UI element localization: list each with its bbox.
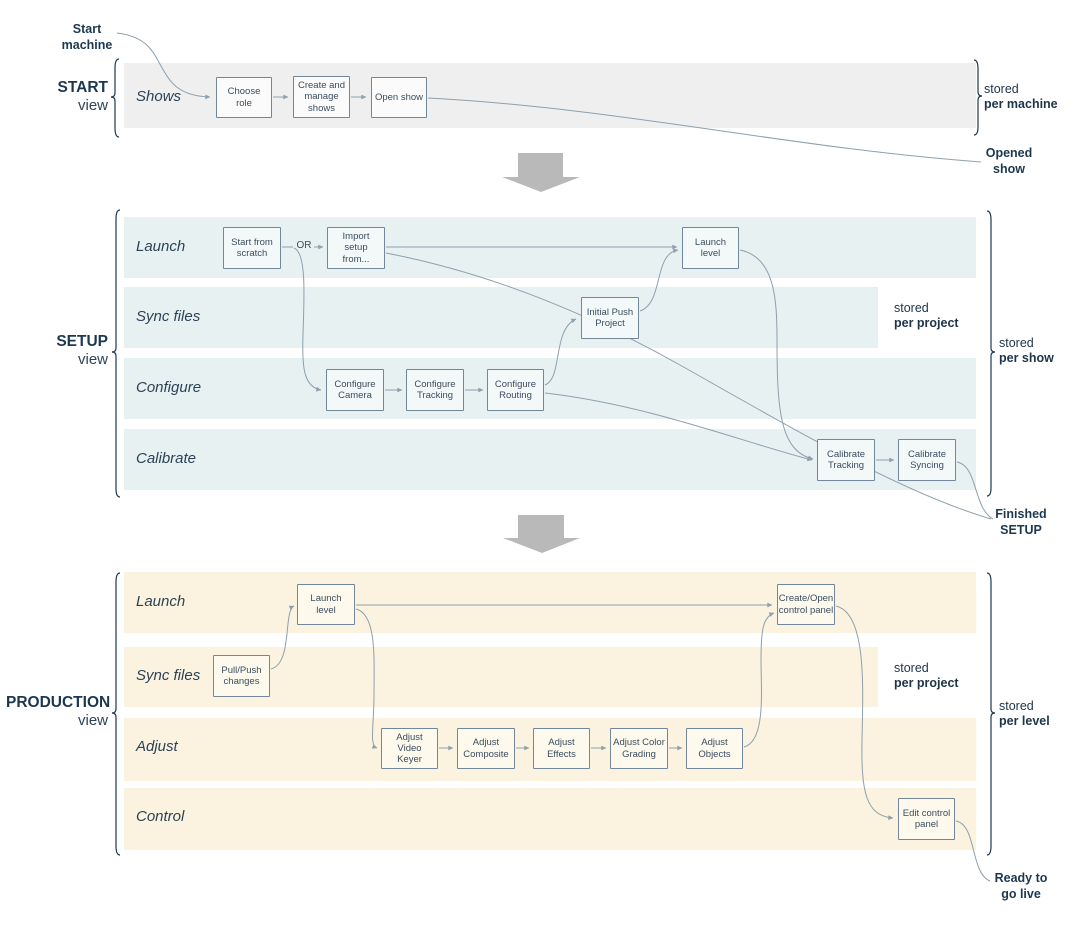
section-view-production: view: [77, 712, 108, 730]
node-configure-camera: Configure Camera: [326, 369, 384, 411]
section-name-start: START: [57, 79, 108, 96]
lane-label-prod-launch: Launch: [136, 593, 186, 610]
stored-per-show: stored per show: [999, 336, 1079, 367]
lane-setup-configure: [124, 358, 976, 419]
edge-configure-routing-to-initial-push: [544, 318, 577, 386]
stored-per-machine: stored per machine: [984, 82, 1076, 113]
node-choose-role: Choose role: [216, 77, 272, 118]
section-name-production: PRODUCTION: [6, 694, 111, 711]
lane-label-shows: Shows: [136, 88, 182, 105]
edge-adjust-objects-to-create-open: [743, 612, 775, 748]
or-junction-label: OR: [296, 240, 312, 251]
stored-prod-per-project: stored per project: [894, 661, 974, 692]
node-open-show: Open show: [371, 77, 427, 118]
node-configure-routing: Configure Routing: [487, 369, 544, 411]
edge-start-machine-to-choose-role: [116, 32, 211, 100]
node-adjust-color-grading: Adjust Color Grading: [610, 728, 668, 769]
node-calibrate-syncing: Calibrate Syncing: [898, 439, 956, 481]
section-label-setup: SETUP view: [30, 332, 108, 370]
bracket-prod-left: [111, 572, 121, 856]
annotation-start-machine: Start machine: [61, 22, 113, 52]
bracket-prod-right: [986, 572, 996, 856]
node-initial-push-project: Initial Push Project: [581, 297, 639, 339]
stored-prefix: stored: [999, 699, 1034, 713]
node-adjust-objects: Adjust Objects: [686, 728, 743, 769]
stored-per-level: stored per level: [999, 699, 1079, 730]
edge-or-branch-to-configure-camera: [293, 247, 322, 392]
stored-scope: per show: [999, 351, 1054, 366]
node-import-setup-from: Import setup from...: [327, 227, 385, 269]
edge-initial-push-to-launch-level: [639, 248, 679, 312]
node-start-from-scratch: Start from scratch: [223, 227, 281, 269]
lane-label-adjust: Adjust: [136, 738, 178, 755]
annotation-finished-setup: Finished SETUP: [995, 507, 1047, 537]
edge-create-open-to-edit-panel: [835, 605, 894, 821]
lane-setup-sync-files: [124, 287, 878, 348]
node-adjust-video-keyer: Adjust Video Keyer: [381, 728, 438, 769]
down-arrow-setup-to-production: [503, 515, 580, 553]
stored-scope: per project: [894, 676, 959, 691]
bracket-start-left: [110, 58, 120, 138]
lane-label-prod-sync: Sync files: [136, 667, 201, 684]
node-edit-control-panel: Edit control panel: [898, 798, 955, 840]
lane-label-calibrate: Calibrate: [136, 450, 197, 467]
node-create-open-control-panel: Create/Open control panel: [777, 584, 835, 625]
edge-launch-level-to-adjust-video: [355, 608, 378, 749]
section-view-start: view: [77, 97, 108, 115]
node-adjust-effects: Adjust Effects: [533, 728, 590, 769]
node-prod-launch-level: Launch level: [297, 584, 355, 625]
lane-label-configure: Configure: [136, 379, 202, 396]
node-setup-launch-level: Launch level: [682, 227, 739, 269]
lane-label-setup-sync: Sync files: [136, 308, 201, 325]
stored-scope: per machine: [984, 97, 1058, 112]
node-configure-tracking: Configure Tracking: [406, 369, 464, 411]
lane-label-setup-launch: Launch: [136, 238, 186, 255]
node-calibrate-tracking: Calibrate Tracking: [817, 439, 875, 481]
bracket-setup-left: [111, 209, 121, 498]
stored-setup-per-project: stored per project: [894, 301, 974, 332]
edge-edit-panel-to-ready-go-live: [955, 820, 991, 882]
stored-scope: per project: [894, 316, 959, 331]
edge-open-show-to-opened-show: [427, 97, 982, 163]
annotation-opened-show: Opened show: [985, 146, 1033, 176]
stored-prefix: stored: [894, 301, 929, 315]
edge-configure-routing-to-calibrate-tracking: [544, 392, 813, 462]
stored-prefix: stored: [894, 661, 929, 675]
down-arrow-start-to-setup: [502, 153, 580, 192]
edge-calibrate-syncing-to-finished-setup: [956, 461, 994, 520]
lane-label-control: Control: [136, 808, 185, 825]
edge-launch-level-to-calibrate-tracking: [739, 249, 814, 461]
lane-prod-control: [124, 788, 976, 850]
bracket-setup-right: [986, 210, 996, 497]
section-label-start: START view: [30, 78, 108, 116]
section-view-setup: view: [77, 351, 108, 369]
section-name-setup: SETUP: [56, 333, 108, 350]
node-create-manage-shows: Create and manage shows: [293, 76, 350, 118]
stored-prefix: stored: [999, 336, 1034, 350]
stored-prefix: stored: [984, 82, 1019, 96]
section-label-production: PRODUCTION view: [6, 693, 111, 731]
bracket-start-right: [973, 59, 983, 136]
stored-scope: per level: [999, 714, 1050, 729]
edge-import-setup-to-finished-setup: [385, 252, 992, 520]
edge-pull-push-to-launch-level: [270, 605, 295, 670]
annotation-ready-go-live: Ready to go live: [994, 871, 1048, 901]
node-adjust-composite: Adjust Composite: [457, 728, 515, 769]
node-pull-push-changes: Pull/Push changes: [213, 655, 270, 697]
